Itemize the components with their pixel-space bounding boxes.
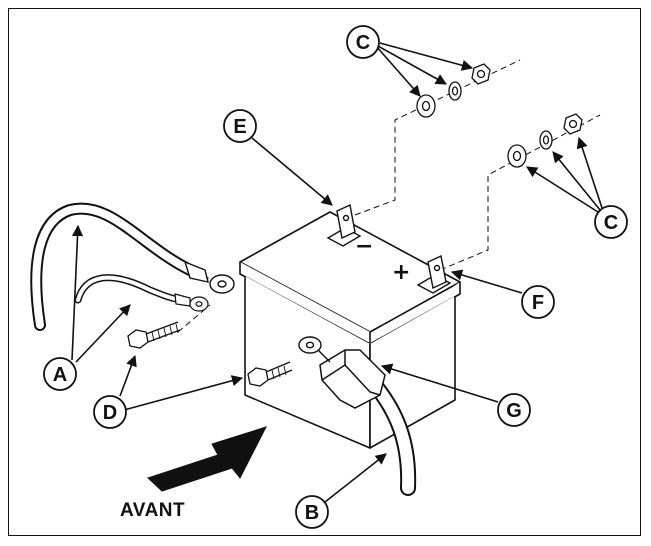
svg-text:A: A xyxy=(53,364,67,386)
callout-c-right: C xyxy=(594,205,628,239)
ground-cable xyxy=(74,274,184,304)
bolt-loose xyxy=(127,321,181,349)
svg-text:C: C xyxy=(604,212,618,234)
svg-text:D: D xyxy=(103,402,117,424)
hardware-set-positive xyxy=(507,113,583,168)
callout-e: E xyxy=(223,109,257,143)
callout-c-top: C xyxy=(346,25,380,59)
callout-g: G xyxy=(497,393,531,427)
hardware-set-negative xyxy=(416,63,491,118)
svg-text:F: F xyxy=(532,292,544,314)
callout-d: D xyxy=(93,395,127,429)
ground-cable-lug xyxy=(174,293,209,312)
callout-b: B xyxy=(295,495,329,529)
leader-arrows xyxy=(71,42,603,503)
battery xyxy=(239,211,461,449)
front-direction-arrow xyxy=(147,426,267,492)
front-direction-label: AVANT xyxy=(120,500,186,521)
svg-text:G: G xyxy=(506,400,522,422)
callout-a: A xyxy=(43,357,77,391)
positive-terminal xyxy=(416,254,452,294)
positive-cable-lug xyxy=(298,336,331,363)
negative-terminal xyxy=(326,203,362,247)
svg-text:B: B xyxy=(305,502,319,524)
positive-sign: + xyxy=(392,260,410,285)
negative-cable xyxy=(30,202,209,331)
svg-text:C: C xyxy=(356,32,370,54)
bolt-installed xyxy=(247,361,293,387)
svg-text:E: E xyxy=(233,116,246,138)
positive-cable-boot xyxy=(319,349,386,409)
diagram-frame xyxy=(8,8,641,536)
negative-cable-lug xyxy=(183,260,235,294)
negative-sign: − xyxy=(355,234,373,259)
callout-f: F xyxy=(521,285,555,319)
